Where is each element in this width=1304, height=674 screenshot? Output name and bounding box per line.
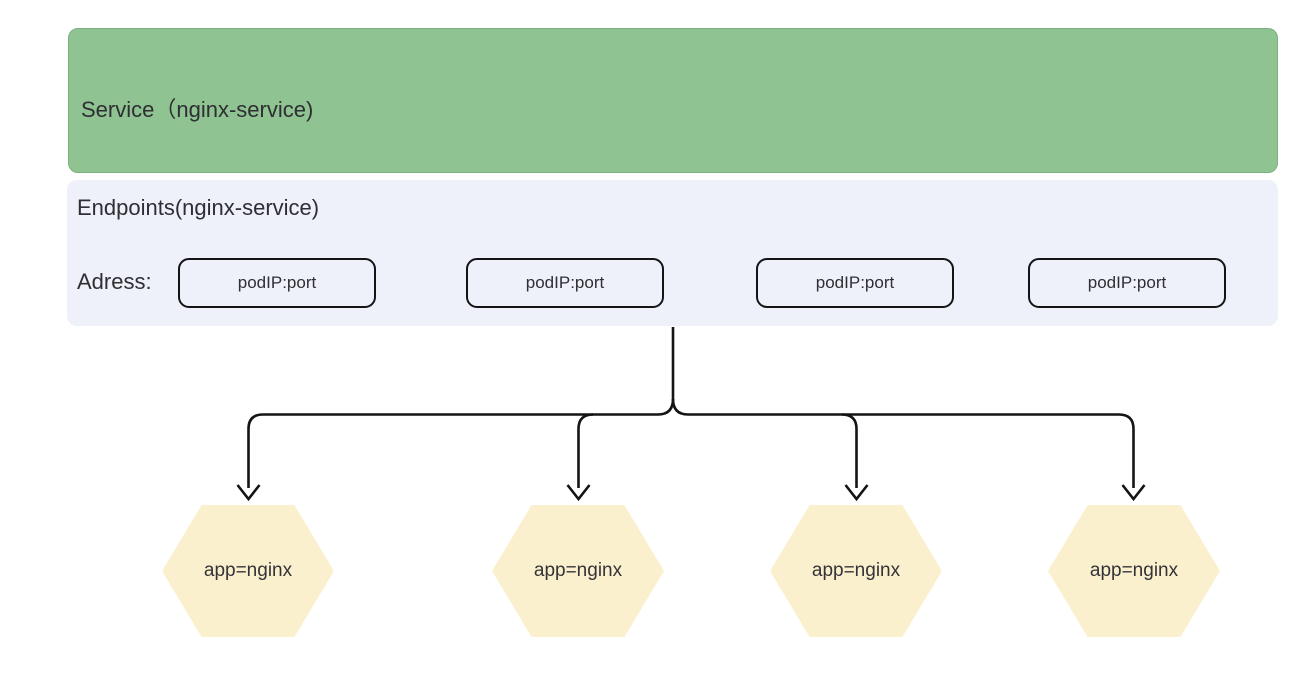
connector-branch-1 <box>247 398 675 488</box>
service-box: Service（nginx-service) <box>68 28 1278 173</box>
pod-label: app=nginx <box>1089 560 1179 581</box>
pod-hexagon: app=nginx <box>162 505 334 637</box>
connector-branch-2 <box>577 413 594 488</box>
endpoints-title: Endpoints(nginx-service) <box>77 195 320 220</box>
pod-hexagon: app=nginx <box>492 505 664 637</box>
pod-hexagon: app=nginx <box>770 505 942 637</box>
connector-branch-3 <box>841 413 858 488</box>
endpoints-box: Endpoints(nginx-service) Adress: podIP:p… <box>67 180 1278 326</box>
arrowhead-icon <box>566 484 591 502</box>
address-label: Adress: <box>77 269 152 294</box>
arrowhead-icon <box>236 484 261 502</box>
pod-label: app=nginx <box>203 560 293 581</box>
pod-label: app=nginx <box>533 560 623 581</box>
arrowhead-icon <box>1121 484 1146 502</box>
pod-hexagon: app=nginx <box>1048 505 1220 637</box>
endpoint-address-chip: podIP:port <box>466 258 664 308</box>
endpoint-address-chip: podIP:port <box>1028 258 1226 308</box>
endpoint-address-chip: podIP:port <box>178 258 376 308</box>
service-label: Service（nginx-service) <box>81 96 314 122</box>
connector-branch-4 <box>671 398 1135 488</box>
arrowhead-icon <box>844 484 869 502</box>
pod-label: app=nginx <box>811 560 901 581</box>
endpoint-address-chip: podIP:port <box>756 258 954 308</box>
